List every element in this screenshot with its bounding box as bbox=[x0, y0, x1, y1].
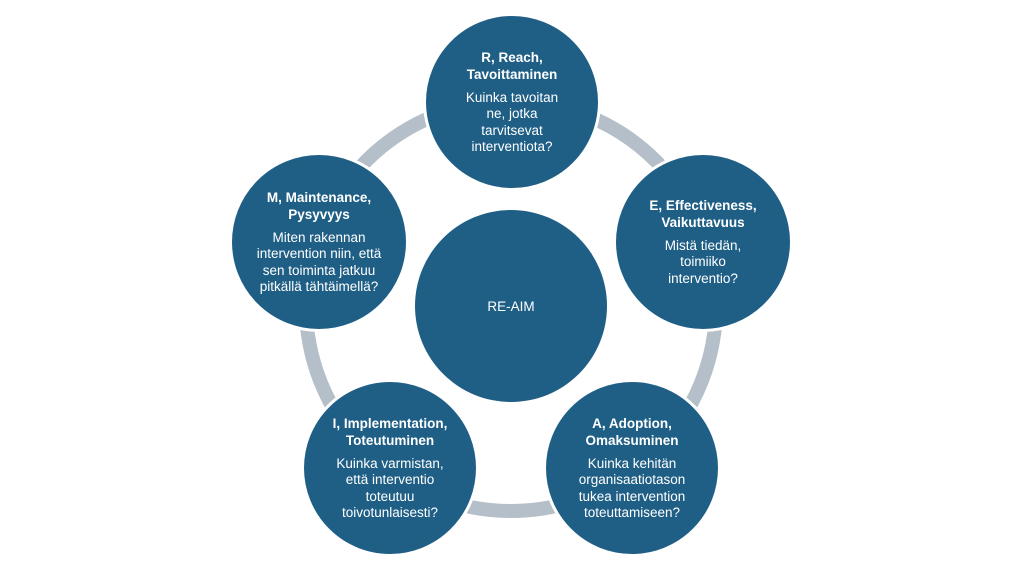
node-reach: R, Reach, Tavoittaminen Kuinka tavoitan … bbox=[423, 13, 601, 191]
node-effectiveness-description: Mistä tiedän, toimiiko interventio? bbox=[664, 237, 742, 286]
node-maintenance: M, Maintenance, Pysyvyys Miten rakennan … bbox=[229, 152, 409, 332]
node-maintenance-title: M, Maintenance, Pysyvyys bbox=[266, 189, 372, 222]
center-label: RE-AIM bbox=[487, 298, 535, 314]
node-effectiveness: E, Effectiveness, Vaikuttavuus Mistä tie… bbox=[613, 152, 793, 332]
node-implementation: I, Implementation, Toteutuminen Kuinka v… bbox=[301, 379, 479, 557]
node-effectiveness-title: E, Effectiveness, Vaikuttavuus bbox=[649, 197, 757, 230]
node-reach-title: R, Reach, Tavoittaminen bbox=[466, 49, 558, 82]
node-implementation-description: Kuinka varmistan, että interventio toteu… bbox=[336, 455, 444, 521]
center-circle-re-aim: RE-AIM bbox=[415, 210, 607, 402]
node-implementation-title: I, Implementation, Toteutuminen bbox=[332, 415, 448, 448]
node-reach-description: Kuinka tavoitan ne, jotka tarvitsevat in… bbox=[465, 89, 559, 155]
node-adoption-description: Kuinka kehitän organisaatiotason tukea i… bbox=[578, 455, 686, 521]
node-maintenance-description: Miten rakennan intervention niin, että s… bbox=[256, 229, 382, 295]
node-adoption-title: A, Adoption, Omaksuminen bbox=[585, 415, 679, 448]
node-adoption: A, Adoption, Omaksuminen Kuinka kehitän … bbox=[543, 379, 721, 557]
